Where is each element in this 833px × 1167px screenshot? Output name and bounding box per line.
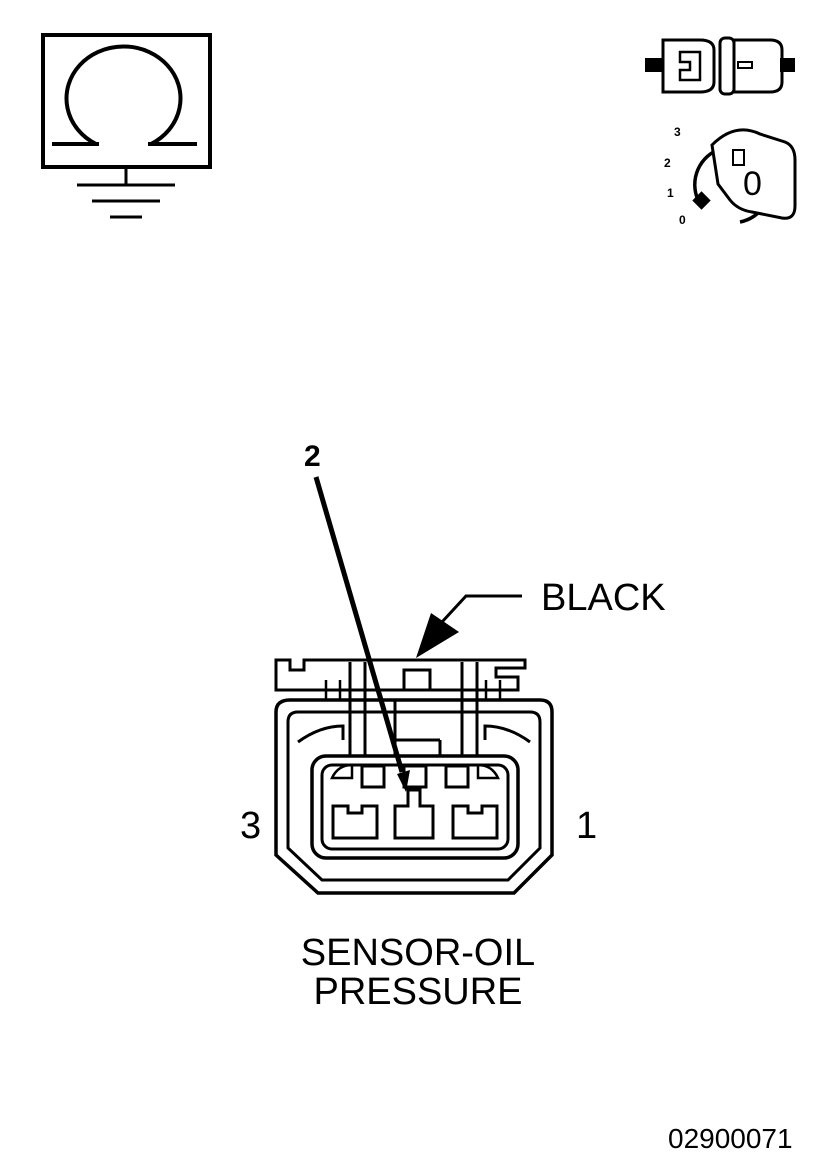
- ignition-position-2: 2: [664, 156, 671, 170]
- key-position-label: 0: [743, 165, 762, 203]
- connector-unplugged-icon: [645, 36, 795, 96]
- connector-face: [274, 658, 554, 895]
- connector-name-line2: PRESSURE: [313, 971, 522, 1013]
- connector-color-label: BLACK: [541, 577, 666, 619]
- ohm-meter-ground-icon: [41, 33, 212, 219]
- pin-2-leader: [313, 476, 410, 792]
- color-callout-leader: [416, 594, 522, 658]
- pin-2-label: 2: [304, 440, 321, 473]
- ignition-key-icon: 3 2 1 0 0: [664, 125, 797, 227]
- ignition-position-1: 1: [667, 186, 674, 200]
- pin-3-label: 3: [240, 805, 261, 847]
- pin-1-label: 1: [576, 805, 597, 847]
- ignition-position-0: 0: [679, 213, 686, 227]
- connector-name-line1: SENSOR-OIL: [301, 932, 535, 974]
- figure-id: 02900071: [668, 1123, 793, 1154]
- ignition-position-3: 3: [674, 125, 681, 139]
